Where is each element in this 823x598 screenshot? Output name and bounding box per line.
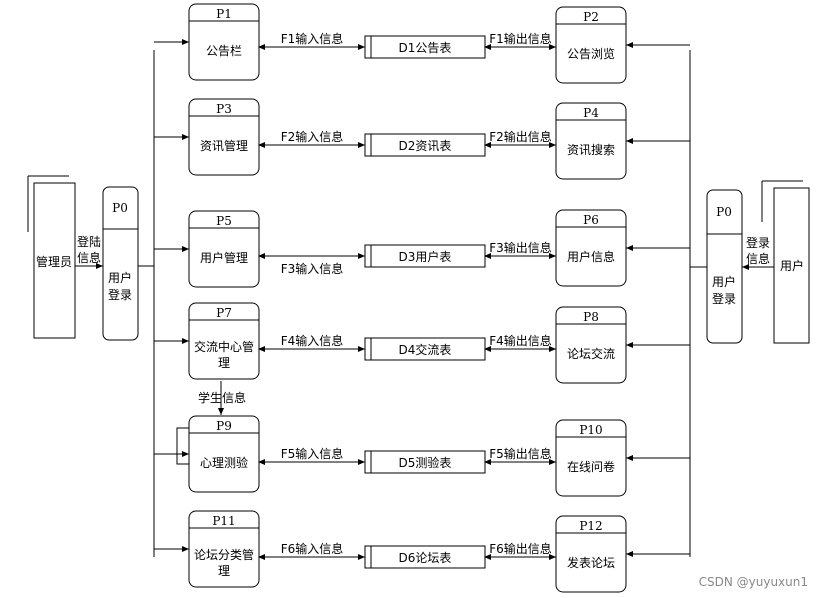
input-flow-label: F4输入信息 <box>281 333 344 348</box>
process-name: 资讯搜索 <box>567 142 615 157</box>
process-id: P10 <box>579 423 602 437</box>
input-flow-label: F5输入信息 <box>281 446 344 461</box>
data-store-label: D2资讯表 <box>399 139 452 153</box>
data-store: D2资讯表 <box>364 133 486 157</box>
process-name: 用户管理 <box>200 250 248 265</box>
process-name: 资讯管理 <box>200 138 248 153</box>
process-p6: P6 用户信息 <box>555 209 627 287</box>
output-flow-label: F2输出信息 <box>489 129 552 144</box>
p9-loop <box>176 427 189 465</box>
data-store: D3用户表 <box>364 244 486 268</box>
process-name: 公告浏览 <box>567 46 615 61</box>
data-store: D4交流表 <box>364 337 486 361</box>
process-id: P6 <box>583 213 599 227</box>
data-store-label: D3用户表 <box>399 249 452 264</box>
output-flow-label: F1输出信息 <box>489 31 552 46</box>
process-p12: P12 发表论坛 <box>555 515 627 593</box>
data-store-label: D5测验表 <box>399 455 452 470</box>
data-store: D5测验表 <box>364 450 486 474</box>
process-p8: P8 论坛交流 <box>555 306 627 384</box>
process-name: 论坛交流 <box>567 346 615 361</box>
data-store: D6论坛表 <box>364 545 486 569</box>
login-left-name-line2: 登录 <box>108 287 132 302</box>
process-name: 用户信息 <box>567 249 615 264</box>
process-name: 在线问卷 <box>567 459 615 474</box>
process-id: P4 <box>583 106 599 120</box>
process-name-line2: 理 <box>218 564 230 578</box>
user-flow-line2: 信息 <box>746 251 770 266</box>
process-name-line1: 论坛分类管 <box>194 547 254 562</box>
process-id: P11 <box>212 514 235 528</box>
input-flow-label: F6输入信息 <box>281 541 344 556</box>
process-name: 发表论坛 <box>567 555 615 570</box>
process-name-line2: 理 <box>218 356 230 370</box>
process-p10: P10 在线问卷 <box>555 419 627 497</box>
login-left-id: P0 <box>112 201 128 215</box>
login-right-id: P0 <box>716 205 732 219</box>
process-name-line1: 交流中心管 <box>194 339 254 354</box>
login-process-right: P0 用户 登录 <box>706 189 743 344</box>
process-name: 公告栏 <box>206 43 242 58</box>
process-p3: P3 资讯管理 <box>188 98 260 176</box>
data-store: D1公告表 <box>364 35 486 59</box>
process-id: P12 <box>579 519 602 533</box>
user-entity: 用户 <box>761 180 810 344</box>
login-left-name-line1: 用户 <box>108 270 132 285</box>
process-p4: P4 资讯搜索 <box>555 102 627 180</box>
admin-flow-line1: 登陆 <box>77 234 101 249</box>
login-right-name-line1: 用户 <box>712 274 736 289</box>
login-process-left: P0 用户 登录 <box>102 186 139 341</box>
process-p9: P9 心理测验 <box>188 415 260 493</box>
process-id: P7 <box>216 306 232 320</box>
output-flow-label: F4输出信息 <box>489 333 552 348</box>
login-right-name-line2: 登录 <box>712 291 736 306</box>
output-flow-label: F5输出信息 <box>489 446 552 461</box>
process-id: P3 <box>216 102 232 116</box>
process-id: P1 <box>216 7 232 21</box>
input-flow-label: F1输入信息 <box>281 31 344 46</box>
input-flow-label: F3输入信息 <box>281 261 344 276</box>
watermark: CSDN @yuyuxun1 <box>699 575 808 589</box>
process-p5: P5 用户管理 <box>188 210 260 288</box>
user-label: 用户 <box>780 258 804 273</box>
process-id: P8 <box>583 310 599 324</box>
data-store-label: D1公告表 <box>399 41 452 55</box>
data-store-label: D4交流表 <box>399 342 452 357</box>
process-p1: P1 公告栏 <box>188 3 260 81</box>
admin-flow-line2: 信息 <box>77 250 101 265</box>
process-rows: P1 公告栏 P2 公告浏览 D1公告表 F1输入信息 F1输出信息 P3 资讯管理 P4 资讯搜索… <box>154 3 690 593</box>
data-store-label: D6论坛表 <box>399 551 452 565</box>
admin-entity: 管理员 <box>27 175 76 339</box>
process-id: P9 <box>216 419 232 433</box>
output-flow-label: F6输出信息 <box>489 541 552 556</box>
output-flow-label: F3输出信息 <box>489 240 552 255</box>
student-info-label: 学生信息 <box>198 390 246 405</box>
process-name: 心理测验 <box>200 455 248 470</box>
input-flow-label: F2输入信息 <box>281 129 344 144</box>
process-id: P2 <box>583 10 599 24</box>
process-id: P5 <box>216 214 232 228</box>
process-p2: P2 公告浏览 <box>555 6 627 84</box>
admin-label: 管理员 <box>36 254 72 269</box>
user-flow-line1: 登录 <box>746 235 770 250</box>
